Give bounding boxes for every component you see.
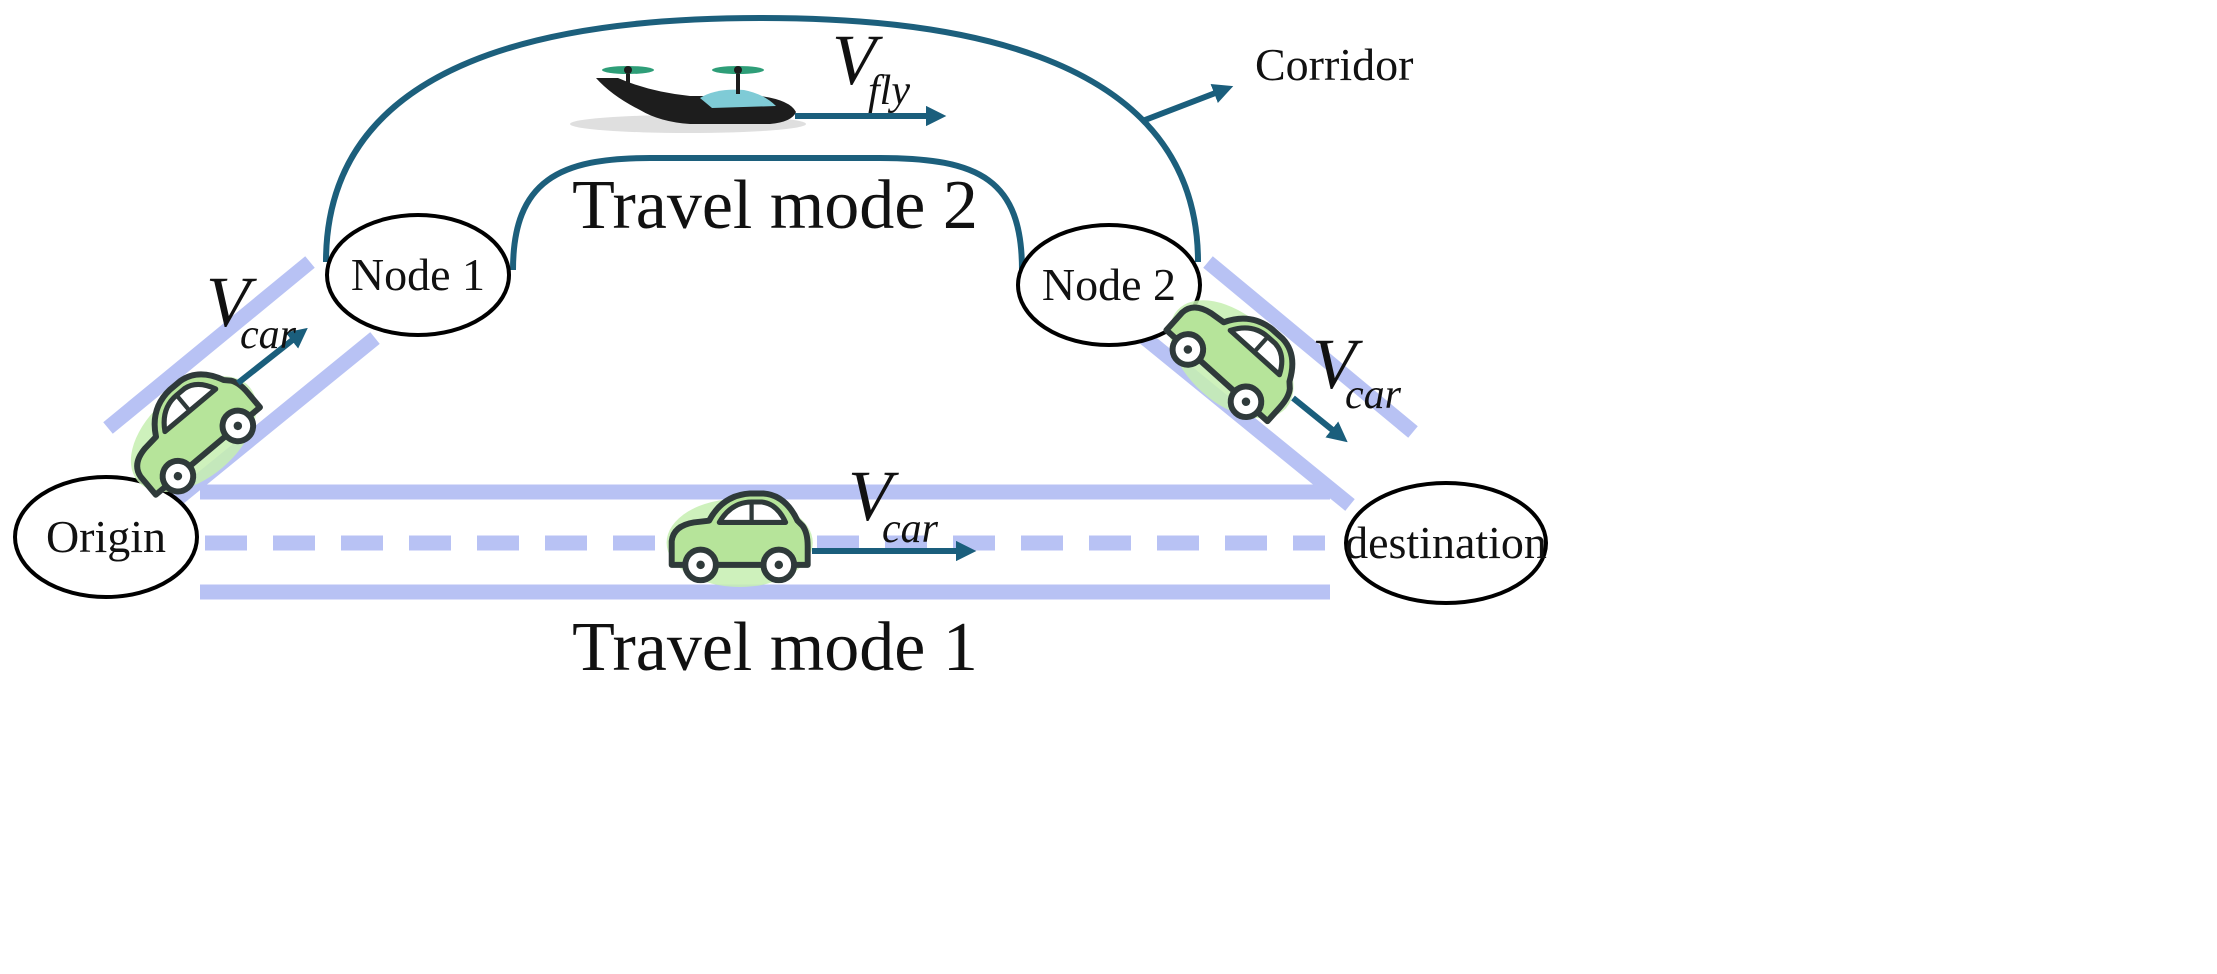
road-right-inner — [1140, 332, 1355, 511]
speed-car-right-main: V — [1312, 324, 1363, 404]
speed-car-left-main: V — [206, 262, 257, 342]
air-corridor — [323, 14, 1201, 271]
speed-car-left-sub: car — [240, 312, 297, 358]
speed-car-bottom-sub: car — [882, 506, 939, 552]
corridor-label: Corridor — [1255, 39, 1413, 90]
node-origin-label: Origin — [46, 511, 166, 562]
speed-label-car-bottom: V car — [848, 456, 939, 552]
node-2-label: Node 2 — [1042, 259, 1176, 310]
corridor-pointer-arrow — [1143, 83, 1234, 123]
speed-label-car-left: V car — [206, 262, 297, 358]
speed-label-car-right: V car — [1312, 324, 1402, 418]
node-1: Node 1 — [325, 213, 511, 337]
flying-car-icon — [570, 66, 806, 133]
node-2: Node 2 — [1016, 223, 1202, 347]
arrow-car-right — [1291, 395, 1348, 443]
speed-fly-main: V — [832, 20, 883, 100]
node-1-label: Node 1 — [351, 249, 485, 300]
travel-mode-1-label: Travel mode 1 — [572, 609, 978, 686]
car-icon-bottom — [667, 494, 813, 588]
travel-mode-2-label: Travel mode 2 — [572, 167, 978, 244]
node-destination: destination — [1344, 481, 1548, 605]
node-origin: Origin — [13, 475, 199, 599]
arrow-car-left — [236, 327, 308, 386]
corridor-outer-arc — [323, 14, 1201, 263]
node-destination-label: destination — [1345, 517, 1547, 568]
road-right-outer — [1203, 256, 1418, 438]
corridor-inner-arc — [510, 155, 1025, 271]
road-left-outer — [103, 256, 315, 434]
speed-label-fly: V fly — [832, 20, 910, 114]
speed-car-bottom-main: V — [848, 456, 899, 536]
speed-car-right-sub: car — [1345, 372, 1402, 418]
speed-fly-sub: fly — [868, 68, 910, 114]
